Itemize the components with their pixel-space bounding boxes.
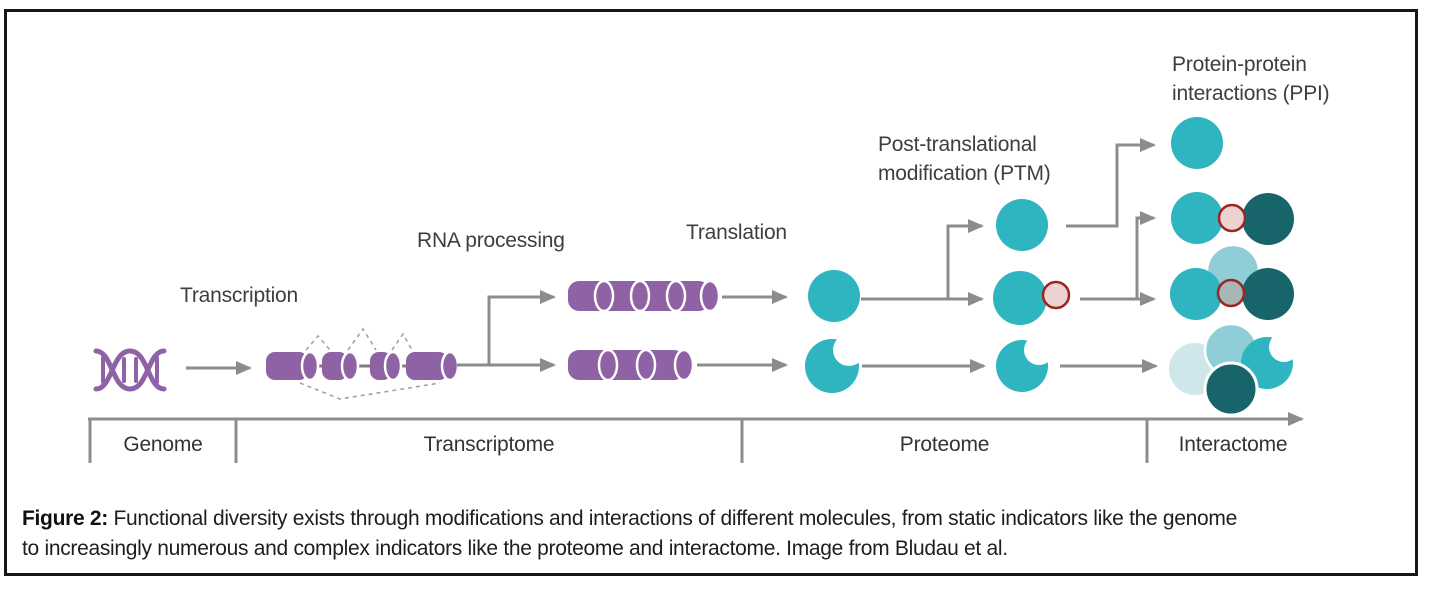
protein-circle-icon (808, 270, 860, 322)
ptm-connector-up (946, 219, 984, 299)
axis-label-transcriptome: Transcriptome (423, 433, 555, 456)
ppi-label-line1: Protein-protein (1172, 53, 1307, 76)
splice-mark-icon (299, 382, 441, 400)
figure-caption: Figure 2: Functional diversity exists th… (22, 504, 1414, 564)
ppi-connector-mid-up (1135, 211, 1156, 299)
ptm-label-line2: modification (PTM) (878, 162, 1051, 185)
protein-crescent-2-icon (996, 335, 1054, 392)
caption-figure-label: Figure 2: (22, 507, 108, 530)
mrna-short-icon (568, 348, 695, 382)
ptm-protein-modified-icon (993, 271, 1071, 325)
omics-axis (88, 412, 1304, 463)
ppi-complex-icon (1169, 322, 1299, 417)
ptm-modification-dot-icon (1217, 203, 1247, 233)
splice-mark-icon (347, 327, 377, 351)
ppi-label-line2: interactions (PPI) (1172, 82, 1330, 105)
splice-mark-icon (391, 332, 413, 351)
mrna-long-icon (568, 279, 721, 313)
axis-label-proteome: Proteome (899, 433, 990, 456)
protein-crescent-icon (805, 334, 865, 393)
ppi-trio-icon (1170, 243, 1294, 320)
ptm-label: Post-translational modification (PTM) (878, 130, 1051, 188)
ppi-single-protein-icon (1171, 117, 1223, 169)
translation-label: Translation (686, 221, 787, 244)
ptm-modification-dot-icon (1216, 278, 1246, 308)
ppi-connector-top (1066, 138, 1156, 228)
splice-connector-top (487, 290, 556, 365)
exon-segments (266, 350, 460, 382)
ptm-modification-dot-icon (1041, 280, 1071, 310)
transcription-label: Transcription (180, 284, 298, 307)
caption-line2: to increasingly numerous and complex ind… (22, 537, 1008, 560)
ptm-label-line1: Post-translational (878, 133, 1037, 156)
ppi-pair-icon (1171, 192, 1294, 245)
caption-line1-text: Functional diversity exists through modi… (107, 507, 1238, 530)
axis-label-interactome: Interactome (1178, 433, 1288, 456)
caption-line1: Figure 2: Functional diversity exists th… (22, 504, 1414, 534)
splice-mark-icon (305, 334, 331, 351)
rna-processing-label: RNA processing (417, 229, 565, 252)
dna-icon (93, 348, 167, 392)
ppi-label: Protein-protein interactions (PPI) (1172, 50, 1330, 108)
axis-label-genome: Genome (123, 433, 203, 456)
pre-mrna-icon (266, 327, 460, 400)
ptm-protein-plain-icon (996, 199, 1048, 251)
